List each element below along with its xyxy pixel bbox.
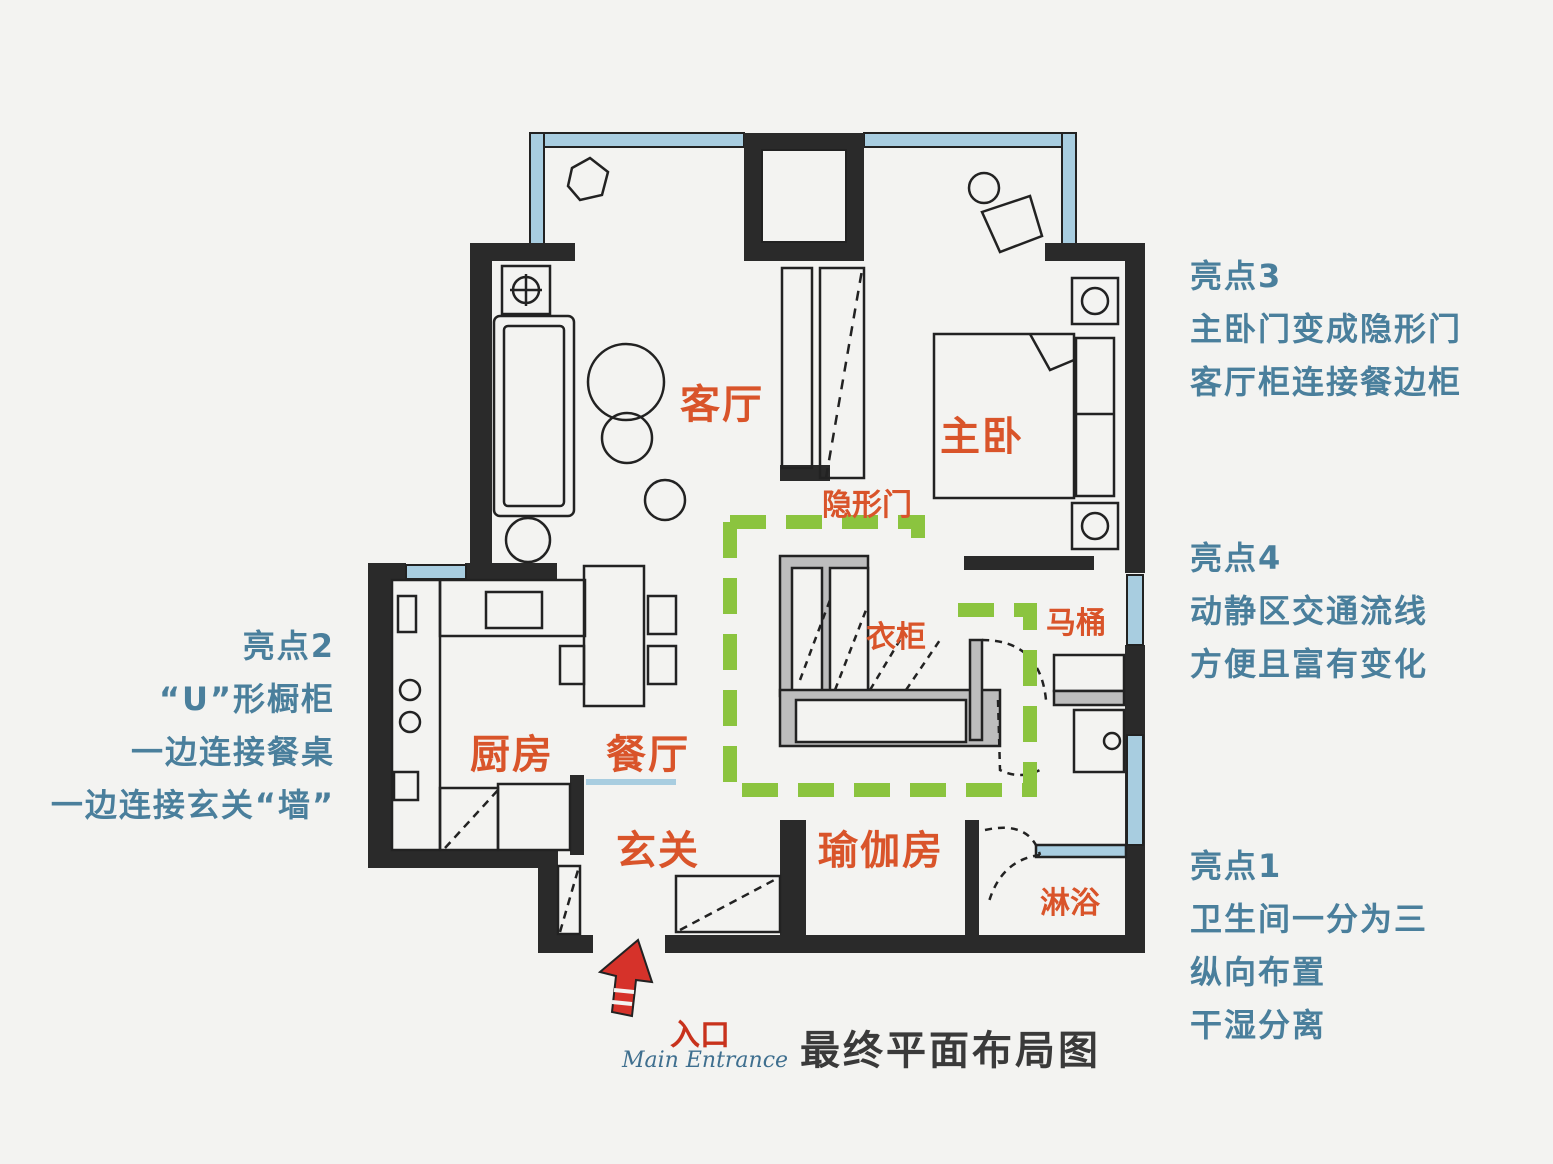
entrance-label-en: Main Entrance bbox=[622, 1048, 789, 1073]
label-living-room: 客厅 bbox=[680, 382, 764, 428]
highlight-2-line-1: “U”形橱柜 bbox=[158, 680, 335, 718]
label-foyer: 玄关 bbox=[616, 828, 700, 874]
label-master-bedroom: 主卧 bbox=[940, 414, 1024, 460]
circulation-path bbox=[723, 515, 1037, 797]
wardrobe-block bbox=[778, 554, 1048, 777]
highlight-1-line-1: 卫生间一分为三 bbox=[1190, 900, 1429, 938]
balcony-window-right bbox=[863, 132, 1077, 246]
highlight-4-line-1: 动静区交通流线 bbox=[1190, 592, 1429, 630]
foyer-cabinet bbox=[674, 874, 782, 934]
highlight-1-heading: 亮点1 bbox=[1190, 847, 1283, 885]
highlight-3-line-1: 主卧门变成隐形门 bbox=[1190, 310, 1463, 348]
window-kitchen bbox=[405, 564, 467, 580]
highlight-1: 亮点1 卫生间一分为三 纵向布置 干湿分离 bbox=[1190, 840, 1428, 1052]
kitchen-dining-furniture bbox=[390, 564, 678, 936]
highlight-1-line-3: 干湿分离 bbox=[1190, 1006, 1327, 1044]
highlight-2-line-3: 一边连接玄关“墙” bbox=[50, 786, 335, 824]
label-yoga-room: 瑜伽房 bbox=[818, 828, 944, 874]
walls bbox=[368, 243, 1145, 953]
entrance-label: 入口 bbox=[670, 1018, 730, 1053]
highlight-1-line-2: 纵向布置 bbox=[1190, 953, 1327, 991]
living-furniture bbox=[492, 156, 866, 564]
highlight-2: 亮点2 “U”形橱柜 一边连接餐桌 一边连接玄关“墙” bbox=[51, 620, 335, 832]
window-bath bbox=[1126, 574, 1144, 646]
highlight-2-heading: 亮点2 bbox=[242, 627, 335, 665]
bedroom-furniture bbox=[932, 171, 1120, 551]
label-shower: 淋浴 bbox=[1040, 886, 1100, 921]
highlight-3-heading: 亮点3 bbox=[1190, 257, 1283, 295]
highlight-4: 亮点4 动静区交通流线 方便且富有变化 bbox=[1190, 532, 1428, 691]
bathroom-fixtures bbox=[984, 653, 1128, 906]
highlight-4-line-2: 方便且富有变化 bbox=[1190, 645, 1429, 683]
balcony-window-left bbox=[529, 132, 745, 246]
label-kitchen: 厨房 bbox=[470, 732, 554, 778]
highlight-3: 亮点3 主卧门变成隐形门 客厅柜连接餐边柜 bbox=[1190, 250, 1462, 409]
label-hidden-door: 隐形门 bbox=[822, 488, 912, 523]
highlight-3-line-2: 客厅柜连接餐边柜 bbox=[1190, 363, 1463, 401]
highlight-2-line-2: 一边连接餐桌 bbox=[130, 733, 335, 771]
entrance-arrow bbox=[597, 938, 654, 1018]
diagram-title: 最终平面布局图 bbox=[800, 1028, 1101, 1074]
label-wardrobe: 衣柜 bbox=[866, 620, 926, 655]
label-dining: 餐厅 bbox=[606, 732, 690, 778]
highlight-4-heading: 亮点4 bbox=[1190, 539, 1283, 577]
window-bath-2 bbox=[1126, 734, 1144, 846]
label-toilet: 马桶 bbox=[1046, 606, 1106, 641]
